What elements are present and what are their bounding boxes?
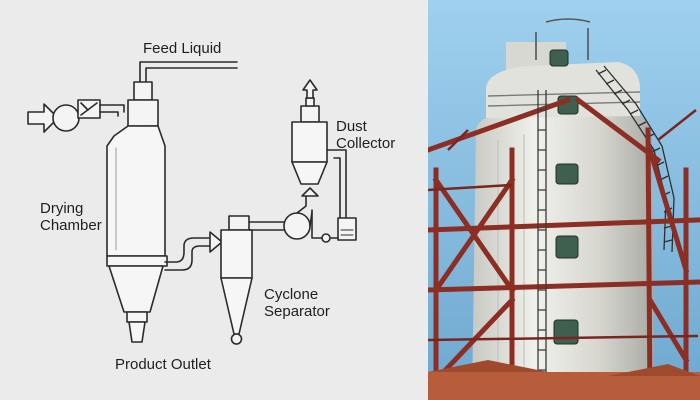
ladder — [537, 90, 547, 400]
feed-pipe — [133, 61, 238, 101]
chamber-to-cyclone-duct — [164, 231, 223, 271]
cyclone-to-collector-duct — [248, 187, 319, 240]
cyclone-separator-label: Cyclone Separator — [264, 286, 330, 320]
product-outlet-label: Product Outlet — [115, 356, 211, 373]
cyclone-separator-shape — [220, 215, 253, 345]
dust-collector-shape — [291, 79, 347, 219]
spray-dryer-diagram: Feed Liquid Dust Collector Drying Chambe… — [27, 40, 396, 373]
feed-liquid-label: Feed Liquid — [143, 40, 222, 57]
steel-frame-thin — [428, 109, 699, 342]
drying-chamber-label: Drying Chamber — [40, 200, 102, 234]
steel-frame — [428, 96, 700, 400]
diagram-drawing — [27, 61, 357, 345]
liquid-tank — [311, 209, 357, 243]
air-heater — [27, 99, 125, 133]
drying-chamber-shape — [106, 125, 168, 343]
photo-drawing — [428, 0, 700, 400]
spray-drying-tower-photo — [428, 0, 700, 400]
dust-collector-label: Dust Collector — [336, 118, 396, 152]
ground — [428, 360, 700, 400]
